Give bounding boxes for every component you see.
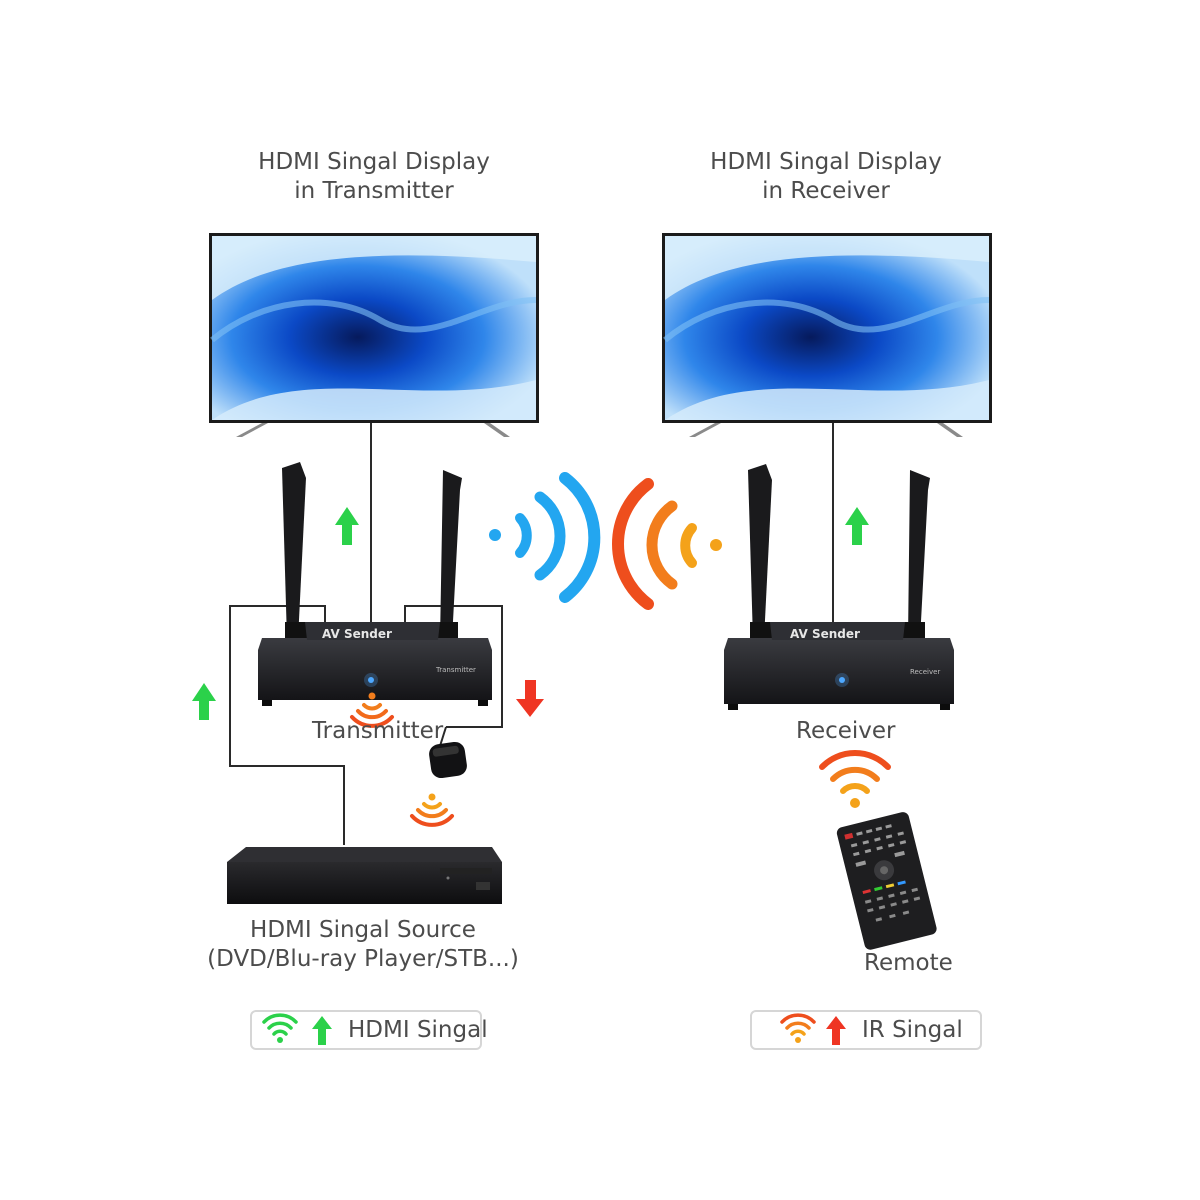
hdmi-cables bbox=[229, 423, 834, 845]
transmitter-device-text: Transmitter bbox=[435, 666, 476, 674]
wifi-orange-icon bbox=[780, 1013, 816, 1043]
ir-signal-remote-icon bbox=[819, 750, 891, 808]
transmitter-unit: AV Sender Transmitter bbox=[258, 462, 492, 706]
receiver-brand-text: AV Sender bbox=[790, 627, 860, 641]
rx-display-label-line1: HDMI Singal Display bbox=[710, 149, 942, 175]
wifi-green-icon bbox=[262, 1013, 298, 1043]
hdmi-arrow-up-icon bbox=[335, 507, 359, 545]
arrow-up-green-icon bbox=[312, 1016, 332, 1045]
wireless-signal-blue-icon bbox=[489, 472, 601, 603]
receiver-unit: AV Sender Receiver bbox=[724, 464, 954, 710]
receiver-label: Receiver bbox=[796, 718, 896, 744]
ir-receiver-eye bbox=[429, 741, 467, 779]
receiver-device-text: Receiver bbox=[910, 668, 940, 676]
tx-display-label-line2: in Transmitter bbox=[294, 178, 454, 204]
source-label-line1: HDMI Singal Source bbox=[250, 917, 476, 943]
remote-control bbox=[836, 812, 937, 950]
transmitter-label: Transmitter bbox=[312, 718, 444, 744]
blu-ray-player bbox=[227, 847, 502, 904]
legend-ir: IR Singal bbox=[750, 1010, 982, 1050]
rx-display-label: HDMI Singal Display in Receiver bbox=[666, 148, 986, 206]
rx-display-label-line2: in Receiver bbox=[762, 178, 890, 204]
tv-receiver-display bbox=[662, 233, 992, 437]
hdmi-arrow-up-icon bbox=[192, 683, 216, 720]
hdmi-legend-icons bbox=[262, 1013, 332, 1045]
hdmi-arrow-up-icon bbox=[845, 507, 869, 545]
transmitter-brand-text: AV Sender bbox=[322, 627, 392, 641]
ir-signal-transmitter-icon bbox=[350, 692, 394, 728]
tv-transmitter-display bbox=[209, 233, 539, 437]
legend-ir-label: IR Singal bbox=[862, 1017, 963, 1043]
tx-display-label-line1: HDMI Singal Display bbox=[258, 149, 490, 175]
remote-label: Remote bbox=[864, 950, 953, 976]
tx-display-label: HDMI Singal Display in Transmitter bbox=[214, 148, 534, 206]
legend-hdmi: HDMI Singal bbox=[250, 1010, 488, 1050]
arrow-up-red-icon bbox=[826, 1016, 846, 1045]
ir-signal-eye-icon bbox=[410, 793, 454, 827]
source-label: HDMI Singal Source (DVD/Blu-ray Player/S… bbox=[200, 916, 526, 974]
ir-legend-icons bbox=[780, 1013, 846, 1045]
legend-hdmi-label: HDMI Singal bbox=[348, 1017, 488, 1043]
wireless-signal-orange-icon bbox=[612, 478, 722, 610]
source-label-line2: (DVD/Blu-ray Player/STB...) bbox=[207, 946, 519, 972]
ir-arrow-down-icon bbox=[516, 680, 544, 717]
